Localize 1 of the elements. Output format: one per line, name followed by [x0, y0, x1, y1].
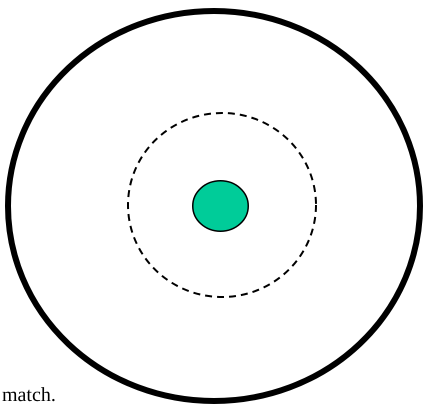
text-fragment: match.	[2, 384, 56, 407]
